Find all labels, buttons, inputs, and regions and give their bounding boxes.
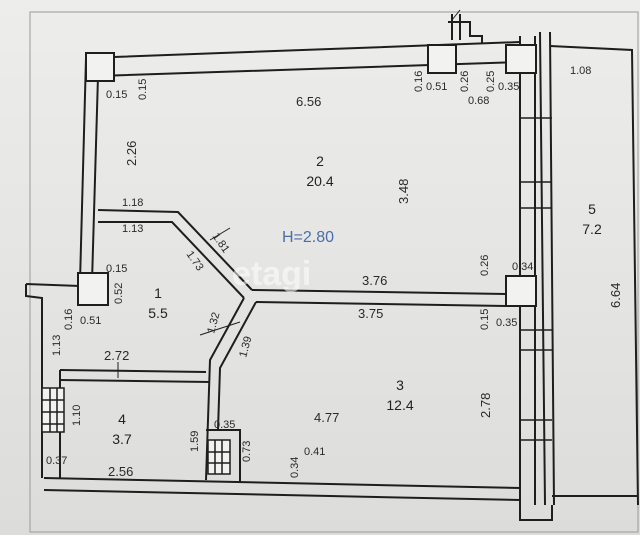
dim-label: 2.72 [104,348,129,363]
dim-label: 1.73 [184,249,206,273]
dim-label: 1.13 [51,335,63,356]
dim-label: 2.56 [108,464,133,479]
dim-label: 0.25 [485,71,497,92]
dim-label: 0.35 [496,317,517,329]
dim-label: 0.15 [479,309,491,330]
room-2-number: 2 [316,153,324,169]
dim-label: 0.41 [304,446,325,458]
dim-label: 0.68 [468,95,489,107]
dim-label: 0.16 [413,71,425,92]
room-3-area: 12.4 [386,397,413,413]
dim-label: 2.78 [478,393,493,418]
dimension-ticks [117,9,461,378]
dim-label: 2.26 [124,141,139,166]
dim-label: 0.15 [106,263,127,275]
dim-label: 1.59 [189,431,201,452]
room-1-area: 5.5 [148,305,168,321]
dim-label: 0.26 [459,71,471,92]
dim-label: 6.64 [608,283,623,308]
dim-label: 1.39 [237,335,254,359]
room-5-area: 7.2 [582,221,602,237]
dim-label: 0.51 [80,315,101,327]
dim-label: 3.48 [396,179,411,204]
fixtures [41,387,231,475]
dim-label: 0.51 [426,81,447,93]
dim-label: 0.37 [46,455,67,467]
dim-label: 1.08 [570,65,591,77]
room-4-number: 4 [118,411,126,427]
dim-label: 0.34 [289,457,301,478]
room-3-number: 3 [396,377,404,393]
dimension-labels: 0.15 0.15 6.56 0.16 0.26 0.25 0.51 0.35 … [46,65,623,479]
dim-label: 1.32 [205,311,222,335]
columns [77,44,537,307]
room-2-area: 20.4 [306,173,333,189]
room-5-number: 5 [588,201,596,217]
dim-label: 0.26 [479,255,491,276]
ceiling-height: H=2.80 [282,229,334,246]
room-1-number: 1 [154,285,162,301]
dim-label: 1.10 [71,405,83,426]
dim-label: 0.52 [113,283,125,304]
dim-label: 0.16 [63,309,75,330]
dim-label: 0.15 [106,89,127,101]
dim-label: 0.35 [498,81,519,93]
dim-label: 1.13 [122,223,143,235]
dim-label: 1.81 [210,231,232,255]
dim-label: 3.75 [358,306,383,321]
room-labels: 1 5.5 2 20.4 3 12.4 4 3.7 5 7.2 [112,153,602,447]
dim-label: 3.76 [362,273,387,288]
dim-label: 1.18 [122,197,143,209]
window-marks [520,117,552,441]
watermark: etagi [232,255,311,293]
dim-label: 0.35 [214,419,235,431]
dim-label: 0.34 [512,261,533,273]
dim-label: 6.56 [296,94,321,109]
dim-label: 0.15 [137,79,149,100]
paper-border [29,11,639,533]
room-4-area: 3.7 [112,431,132,447]
dim-label: 0.73 [241,441,253,462]
dim-label: 4.77 [314,410,339,425]
